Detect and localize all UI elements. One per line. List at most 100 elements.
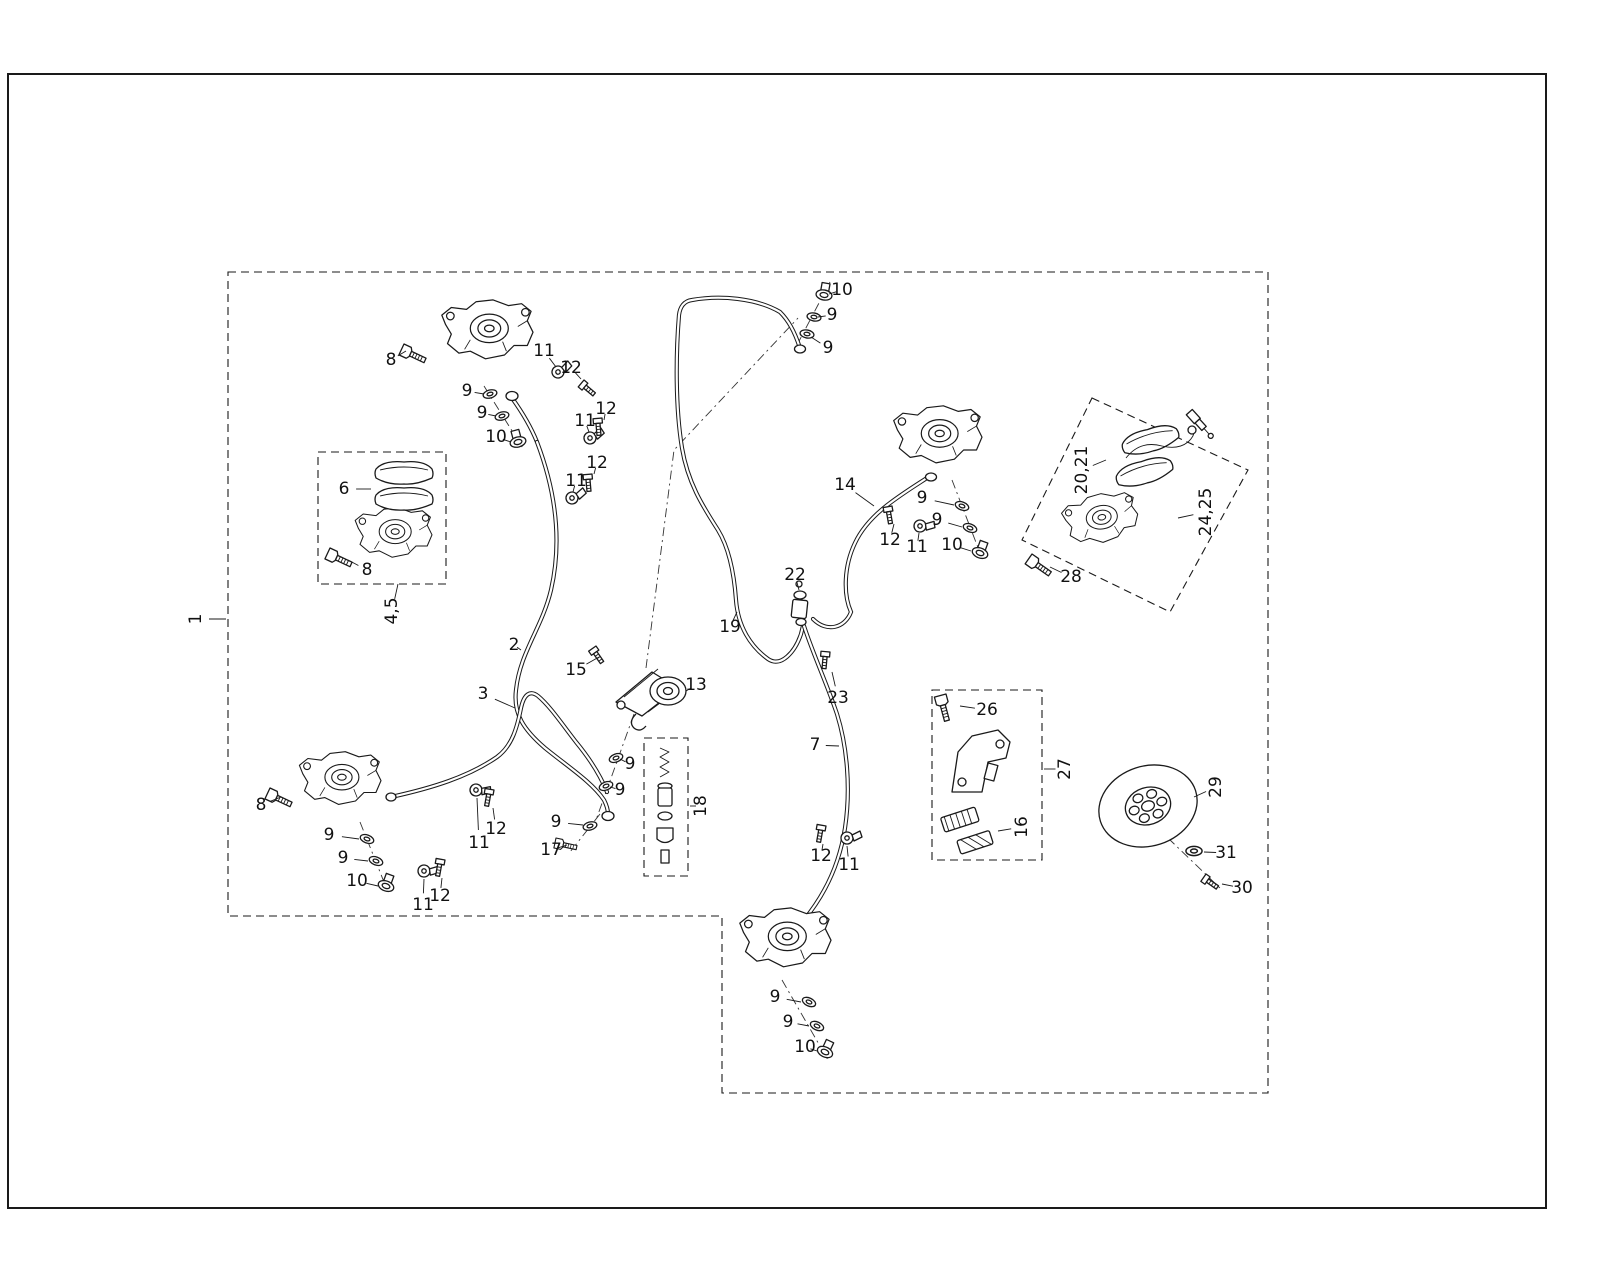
part-label-9: 9: [770, 987, 781, 1007]
part-label-11: 11: [565, 471, 587, 491]
nut-31: [1185, 845, 1203, 857]
bolt-8: [264, 787, 295, 811]
part-label-10: 10: [794, 1037, 816, 1057]
part-label-17: 17: [540, 840, 562, 860]
brake-disc-29: [1098, 764, 1198, 848]
part-label-1: 1: [186, 614, 206, 625]
part-label-10: 10: [485, 427, 507, 447]
part-label-15: 15: [565, 660, 587, 680]
leader-line: [619, 758, 626, 763]
hose-clamp-11: [840, 830, 863, 845]
brake-caliper-4-5: [354, 507, 433, 558]
leader-line: [846, 845, 849, 857]
leader-line: [572, 485, 576, 493]
brake-caliper-front-right: [893, 405, 983, 464]
leader-line: [1049, 566, 1062, 573]
part-label-9: 9: [917, 488, 928, 508]
part-label-9: 9: [338, 848, 349, 868]
part-label-20-21: 20,21: [1072, 446, 1092, 495]
part-label-12: 12: [595, 399, 617, 419]
washer-9: [581, 819, 599, 833]
leader-line: [476, 797, 479, 831]
leader-line: [474, 391, 485, 395]
leader-line: [828, 291, 837, 295]
part-label-6: 6: [339, 479, 350, 499]
leader-line: [732, 611, 738, 621]
leader-line: [1177, 514, 1194, 519]
part-label-9: 9: [823, 338, 834, 358]
part-label-11: 11: [906, 537, 928, 557]
part-label-27: 27: [1055, 758, 1075, 780]
part-label-30: 30: [1231, 878, 1253, 898]
parts: [264, 281, 1221, 1061]
leader-line: [797, 1023, 810, 1027]
master-cylinder-13: [615, 668, 687, 731]
part-label-8: 8: [386, 350, 397, 370]
leader-line: [586, 425, 590, 433]
part-label-9: 9: [462, 381, 473, 401]
leader-line: [810, 1048, 818, 1052]
junction-22: [790, 580, 809, 627]
brake-pad: [374, 460, 434, 485]
part-label-12: 12: [485, 819, 507, 839]
leader-line: [959, 705, 975, 709]
caliper-bracket-27: [951, 729, 1011, 793]
group-box-bracket-27: [931, 689, 1043, 861]
leader-line: [568, 822, 584, 826]
part-label-16: 16: [1012, 816, 1032, 838]
leader-line: [269, 796, 282, 802]
part-label-24-25: 24,25: [1196, 488, 1216, 537]
leader-line: [917, 532, 920, 541]
leader-line: [397, 350, 407, 357]
part-label-28: 28: [1060, 567, 1082, 587]
part-label-18: 18: [691, 795, 711, 817]
brake-caliper-front-left: [441, 299, 534, 360]
bolt-8: [324, 547, 355, 571]
part-label-23: 23: [827, 688, 849, 708]
repair-kit-18: [656, 747, 674, 864]
banjo-fitting: [505, 390, 519, 402]
leader-line: [488, 413, 497, 417]
screw-12: [882, 505, 896, 525]
leader-line: [810, 336, 821, 344]
washer-9: [800, 994, 818, 1010]
leader-line: [586, 656, 600, 665]
part-label-3: 3: [478, 684, 489, 704]
part-label-9: 9: [827, 305, 838, 325]
part-label-12: 12: [879, 530, 901, 550]
washer-9: [961, 521, 979, 535]
bolt-26: [933, 693, 954, 723]
part-label-9: 9: [324, 825, 335, 845]
banjo-fitting: [385, 792, 397, 802]
fitting-10: [506, 427, 528, 450]
leader-line: [685, 687, 692, 692]
leader-line: [825, 745, 840, 747]
part-label-10: 10: [831, 280, 853, 300]
part-label-11: 11: [838, 855, 860, 875]
part-label-8: 8: [362, 560, 373, 580]
brake-pad: [1112, 452, 1177, 492]
leader-line: [891, 523, 895, 533]
leader-line: [603, 413, 606, 421]
leader-line: [796, 581, 800, 591]
fitting-10: [970, 538, 993, 562]
part-label-22: 22: [784, 565, 806, 585]
page-border: [7, 73, 1547, 1209]
brake-hose-3: [391, 693, 607, 797]
banjo-fitting: [601, 810, 615, 822]
screw-12: [577, 379, 598, 399]
part-label-19: 19: [719, 617, 741, 637]
part-label-29: 29: [1206, 776, 1226, 798]
leader-line: [494, 698, 516, 709]
part-label-11: 11: [533, 341, 555, 361]
leader-line: [960, 547, 972, 552]
part-label-9: 9: [932, 510, 943, 530]
brake-pad: [374, 486, 434, 511]
leader-line: [492, 807, 496, 820]
brake-pads-16: [940, 806, 994, 855]
leader-line: [354, 858, 369, 862]
part-label-9: 9: [477, 403, 488, 423]
leader-line: [347, 559, 359, 566]
leader-line: [1221, 883, 1234, 887]
